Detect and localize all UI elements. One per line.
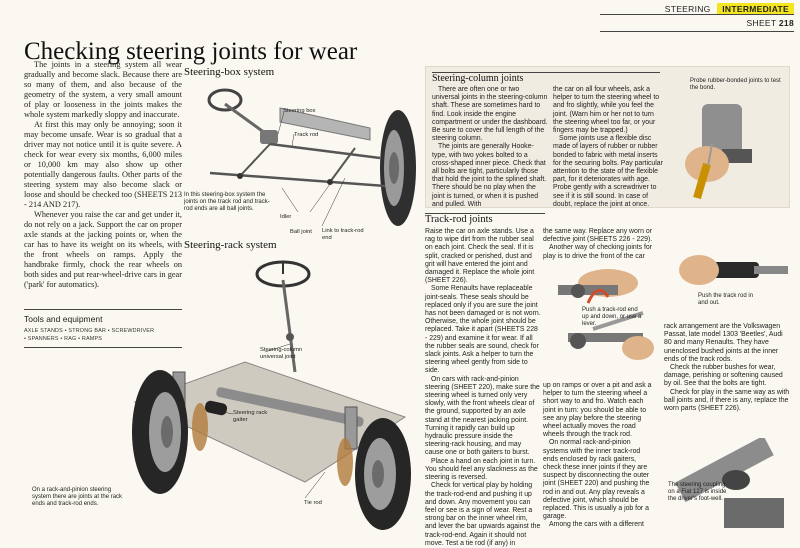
paragraph: Check for vertical play by holding the t… (425, 482, 541, 547)
steering-rack-title: Steering-rack system (184, 239, 277, 251)
steering-rack-illustration (132, 260, 411, 530)
label-link: Link to track-rod end (322, 228, 364, 241)
probe-illustration (685, 104, 752, 200)
label-rack-gaiter: Steering rack gaiter (233, 410, 268, 423)
paragraph: Some Renaults have replaceable joint-sea… (425, 285, 541, 375)
paragraph: rack arrangement are the Volkswagen Pass… (664, 323, 783, 363)
paragraph: the same way. Replace any worn or defect… (543, 228, 653, 244)
track-rod-col2b: up on ramps or over a pit and ask a help… (543, 382, 655, 530)
track-rod-title: Track-rod joints (425, 214, 493, 225)
steering-box-caption: In this steering-box system the joints o… (184, 192, 270, 212)
sheet-label: SHEET (746, 18, 777, 28)
probe-caption: Probe rubber-bonded joints to test the b… (690, 78, 781, 91)
label-universal-joint: Steering-column universal joint (260, 347, 303, 360)
paragraph: Place a hand on each joint in turn. You … (425, 457, 538, 482)
paragraph: the car on all four wheels, ask a helper… (553, 86, 660, 135)
paragraph: Among the cars with a different (549, 521, 644, 529)
label-ball-joint: Ball joint (290, 229, 312, 235)
track-rod-col1: Raise the car on axle stands. Use a rag … (425, 228, 541, 548)
track-rod-rule (425, 213, 545, 214)
label-idler: Idler (280, 214, 292, 220)
track-rod-col2a: the same way. Replace any worn or defect… (543, 228, 655, 261)
tools-box: Tools and equipment AXLE STANDS • STRONG… (24, 309, 182, 348)
push-rod-illustration (679, 255, 788, 285)
push-caption: Push a track-rod end up and down, or use… (582, 307, 642, 327)
level-badge: INTERMEDIATE (717, 3, 794, 15)
column-joints-col2: the car on all four wheels, ask a helper… (553, 86, 665, 209)
tools-line: • SPANNERS • RAG • RAMPS (24, 336, 103, 342)
steering-rack-caption: On a rack-and-pinion steering system the… (32, 487, 123, 507)
label-track-rod: Track rod (294, 132, 319, 138)
intro-paragraph: The joints in a steering system all wear… (24, 60, 182, 119)
steering-box-illustration (207, 88, 416, 227)
paragraph: There are often one or two universal joi… (432, 86, 548, 143)
tools-line: AXLE STANDS • STRONG BAR • SCREWDRIVER (24, 328, 155, 334)
column-joints-col1: There are often one or two universal joi… (432, 86, 548, 209)
intro-paragraph: Whenever you raise the car and get under… (24, 210, 182, 289)
steering-box-title: Steering-box system (184, 66, 275, 78)
intro-paragraph: At first this may only be annoying; soon… (24, 120, 182, 209)
paragraph: Raise the car on axle stands. Use a rag … (425, 228, 535, 285)
push-rod-caption: Push the track rod in and out. (698, 293, 754, 306)
paragraph: Check the rubber bushes for wear, damage… (664, 364, 783, 388)
label-tie-rod: Tie rod (304, 500, 322, 506)
paragraph: Another way of checking joints for play … (543, 244, 653, 260)
paragraph: Some joints use a flexible disc made of … (553, 135, 663, 208)
intro-text: The joints in a steering system all wear… (24, 60, 182, 290)
track-rod-col3: rack arrangement are the Volkswagen Pass… (664, 323, 790, 413)
page-title: Checking steering joints for wear (24, 38, 358, 65)
page-header: STEERING INTERMEDIATE (665, 3, 794, 15)
tools-title: Tools and equipment (24, 314, 103, 324)
push-joint-illustration (558, 269, 654, 360)
column-joints-rule (432, 72, 660, 73)
paragraph: On normal rack-and-pinion systems with t… (543, 439, 650, 521)
paragraph: Check for play in the same way as with b… (664, 388, 790, 413)
fiat-caption: The steering coupling on a Fiat 127 is i… (668, 482, 727, 502)
label-steering-box: Steering box (283, 108, 316, 114)
column-joints-title: Steering-column joints (432, 73, 524, 84)
header-rule-2 (600, 31, 794, 32)
paragraph: On cars with rack-and-pinion steering (S… (425, 375, 540, 457)
paragraph: The joints are generally Hooke-type, wit… (432, 143, 547, 208)
sheet-number: SHEET 218 (747, 18, 794, 28)
paragraph: up on ramps or over a pit and ask a help… (543, 382, 652, 439)
sheet-number-value: 218 (778, 18, 794, 28)
section-label: STEERING (664, 4, 711, 14)
header-rule (600, 14, 794, 15)
fiat-coupling-illustration (675, 438, 784, 528)
